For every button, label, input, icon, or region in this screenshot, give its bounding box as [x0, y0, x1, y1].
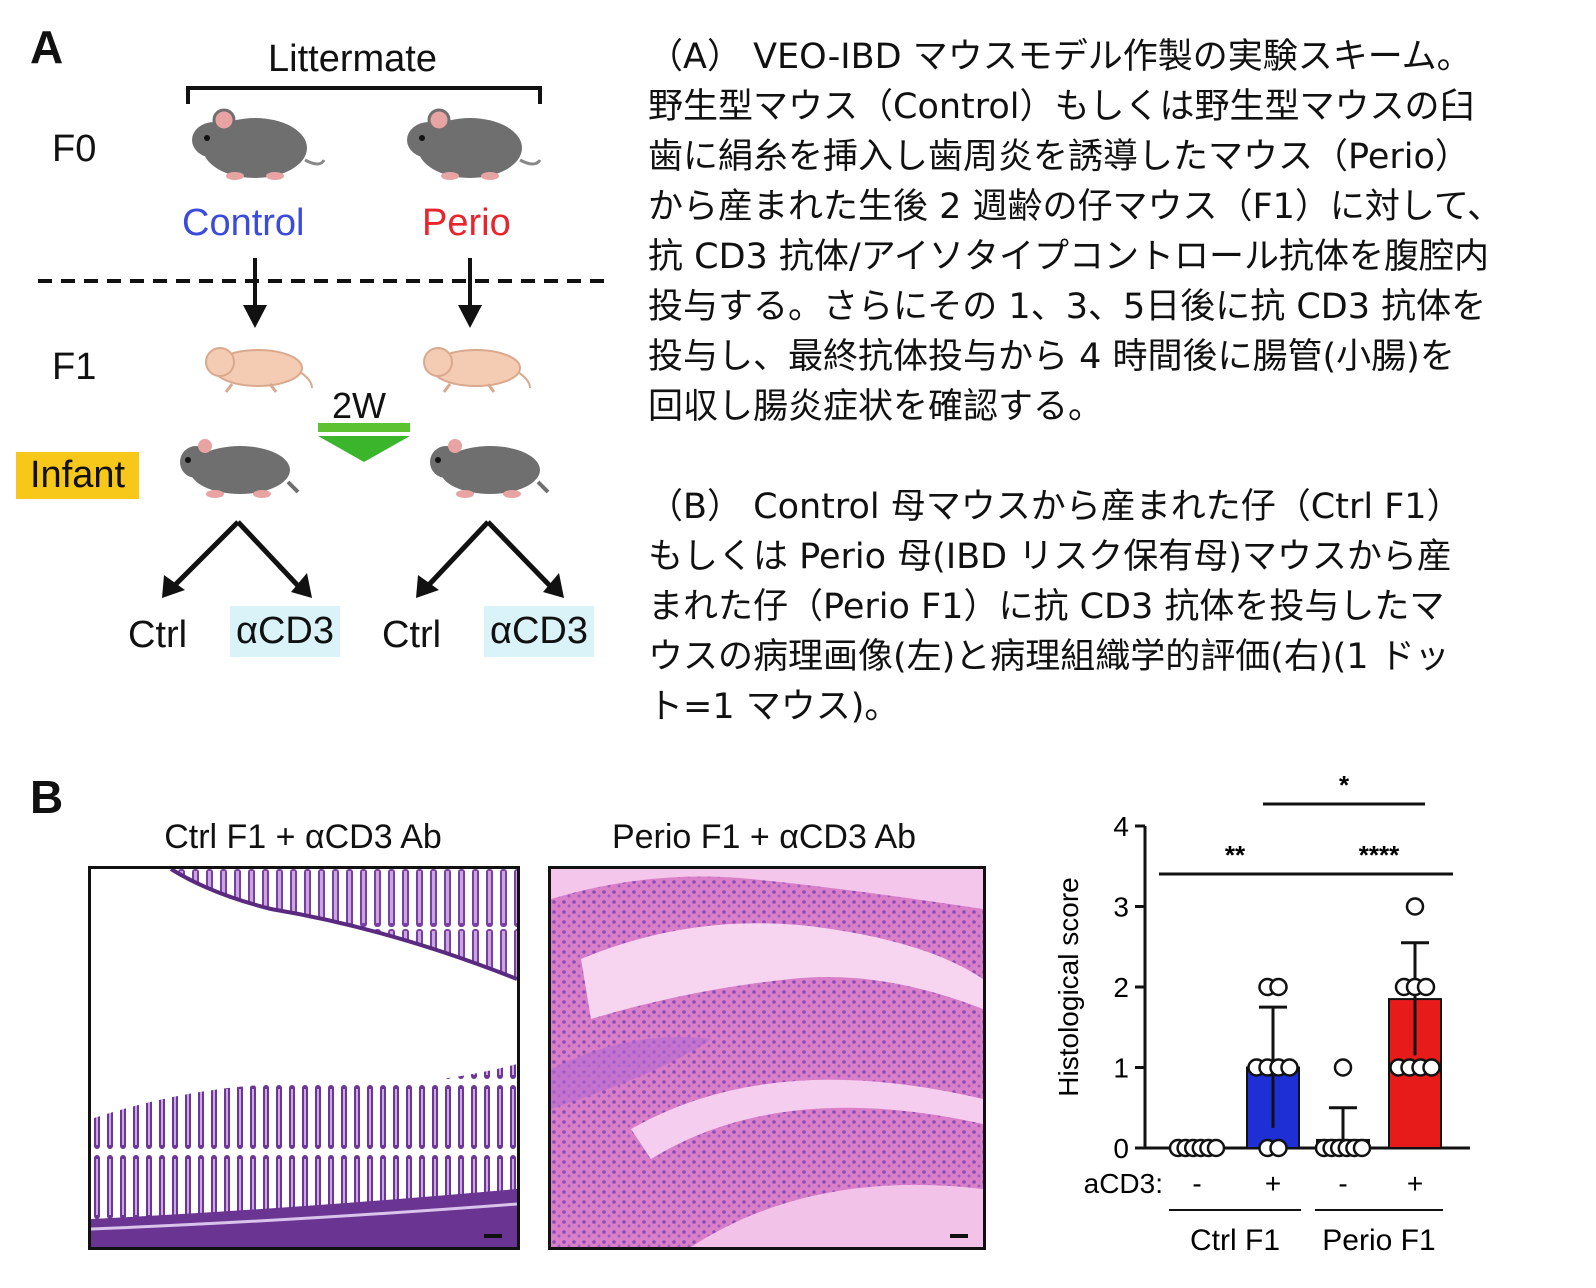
- data-point: [1352, 1138, 1372, 1158]
- y-tick-label: 0: [1113, 1133, 1129, 1164]
- caption-a-line: 歯に絹糸を挿入し歯周炎を誘導したマウス（Perio）: [648, 137, 1470, 177]
- panel-b-letter: B: [30, 771, 64, 823]
- data-point: [1280, 1058, 1299, 1077]
- caption-a-line: 野生型マウス（Control）もしくは野生型マウスの臼: [648, 87, 1475, 127]
- caption-b-line: まれた仔（Perio F1）に抗 CD3 抗体を投与したマ: [648, 587, 1445, 627]
- branch-ctrl-left: [168, 520, 240, 592]
- y-tick-label: 2: [1113, 972, 1129, 1003]
- data-point: [1416, 977, 1436, 997]
- caption-a: （A） VEO-IBD マウスモデル作製の実験スキーム。野生型マウス（Contr…: [648, 32, 1578, 432]
- data-point: [1422, 1058, 1441, 1077]
- significance-label: ****: [1359, 840, 1400, 870]
- f0-label: F0: [52, 128, 97, 170]
- littermate-label: Littermate: [268, 38, 437, 80]
- two-week-label: 2W: [332, 385, 386, 426]
- data-point: [1269, 1138, 1288, 1158]
- caption-a-line: 回収し腸炎症状を確認する。: [648, 387, 1104, 427]
- group-acd3-perio-label: αCD3: [484, 606, 594, 657]
- group-acd3-control-label: αCD3: [230, 606, 340, 657]
- caption-a-line: 投与し、最終抗体投与から 4 時間後に腸管(小腸)を: [648, 337, 1455, 377]
- green-arrow-bar1: [318, 423, 410, 432]
- caption-a-line: 抗 CD3 抗体/アイソタイプコントロール抗体を腹腔内: [648, 237, 1489, 277]
- y-axis-label: Histological score: [1053, 877, 1084, 1096]
- image-perio-title: Perio F1 + αCD3 Ab: [611, 818, 917, 856]
- caption-b-line: ウスの病理画像(左)と病理組織学的評価(右)(1 ドッ: [648, 637, 1450, 677]
- caption-a-line: から産まれた生後 2 週齢の仔マウス（F1）に対して、: [648, 187, 1503, 227]
- significance-label: *: [1339, 770, 1350, 800]
- infant-label: Infant: [16, 452, 140, 499]
- green-arrow-head: [318, 436, 410, 462]
- y-tick-label: 1: [1113, 1053, 1129, 1084]
- mouse-control-f0-icon: [192, 108, 326, 180]
- significance-label: **: [1225, 840, 1246, 870]
- treatment-sign: -: [1192, 1168, 1201, 1199]
- perio-label: Perio: [422, 202, 511, 244]
- caption-b: （B） Control 母マウスから産まれた仔（Ctrl F1） もしくは Per…: [648, 482, 1578, 732]
- y-tick-label: 3: [1113, 892, 1129, 923]
- caption-b-line: もしくは Perio 母(IBD リスク保有母)マウスから産: [648, 537, 1452, 577]
- scale-bar-perio: [950, 1234, 968, 1238]
- infant-perio-icon: [430, 439, 550, 498]
- data-point: [1206, 1138, 1226, 1158]
- group-label: Perio F1: [1322, 1224, 1435, 1257]
- caption-b-line: ト=1 マウス)。: [648, 687, 900, 727]
- arrow-control-f1-head: [243, 305, 267, 328]
- data-point: [1333, 1058, 1353, 1077]
- histology-perio-image: [548, 866, 986, 1250]
- image-ctrl-title: Ctrl F1 + αCD3 Ab: [164, 818, 442, 856]
- f1-label: F1: [52, 346, 97, 388]
- treatment-sign: +: [1265, 1168, 1281, 1199]
- scale-bar-ctrl: [484, 1234, 502, 1238]
- caption-b-line: （B） Control 母マウスから産まれた仔（Ctrl F1）: [648, 487, 1462, 527]
- caption-a-line: 投与する。さらにその 1、3、5日後に抗 CD3 抗体を: [648, 287, 1487, 327]
- data-point: [1269, 977, 1288, 997]
- data-point: [1405, 897, 1425, 916]
- panel-a-letter: A: [30, 21, 64, 73]
- pup-control-icon: [205, 347, 313, 393]
- branch-perio-right: [486, 520, 556, 592]
- control-label: Control: [182, 202, 305, 244]
- treatment-label: aCD3:: [1084, 1168, 1163, 1199]
- treatment-sign: -: [1338, 1168, 1347, 1199]
- mouse-perio-f0-icon: [407, 108, 542, 180]
- group-label: Ctrl F1: [1190, 1224, 1280, 1257]
- histology-ctrl-image: [88, 866, 520, 1250]
- pup-perio-icon: [423, 347, 531, 393]
- arrow-perio-f1-head: [458, 305, 482, 328]
- group-ctrl-perio-label: Ctrl: [382, 614, 442, 656]
- histology-perio-drawing: [551, 869, 983, 1247]
- group-ctrl-control-label: Ctrl: [128, 614, 188, 656]
- scheme-diagram: [38, 86, 605, 598]
- branch-ctrl-right: [236, 520, 304, 592]
- branch-perio-left: [422, 520, 490, 592]
- littermate-bracket: [186, 86, 542, 104]
- infant-control-icon: [180, 439, 300, 498]
- caption-a-line: （A） VEO-IBD マウスモデル作製の実験スキーム。: [648, 37, 1472, 77]
- histology-ctrl-drawing: [91, 869, 517, 1247]
- treatment-sign: +: [1407, 1168, 1423, 1199]
- y-tick-label: 4: [1113, 811, 1129, 842]
